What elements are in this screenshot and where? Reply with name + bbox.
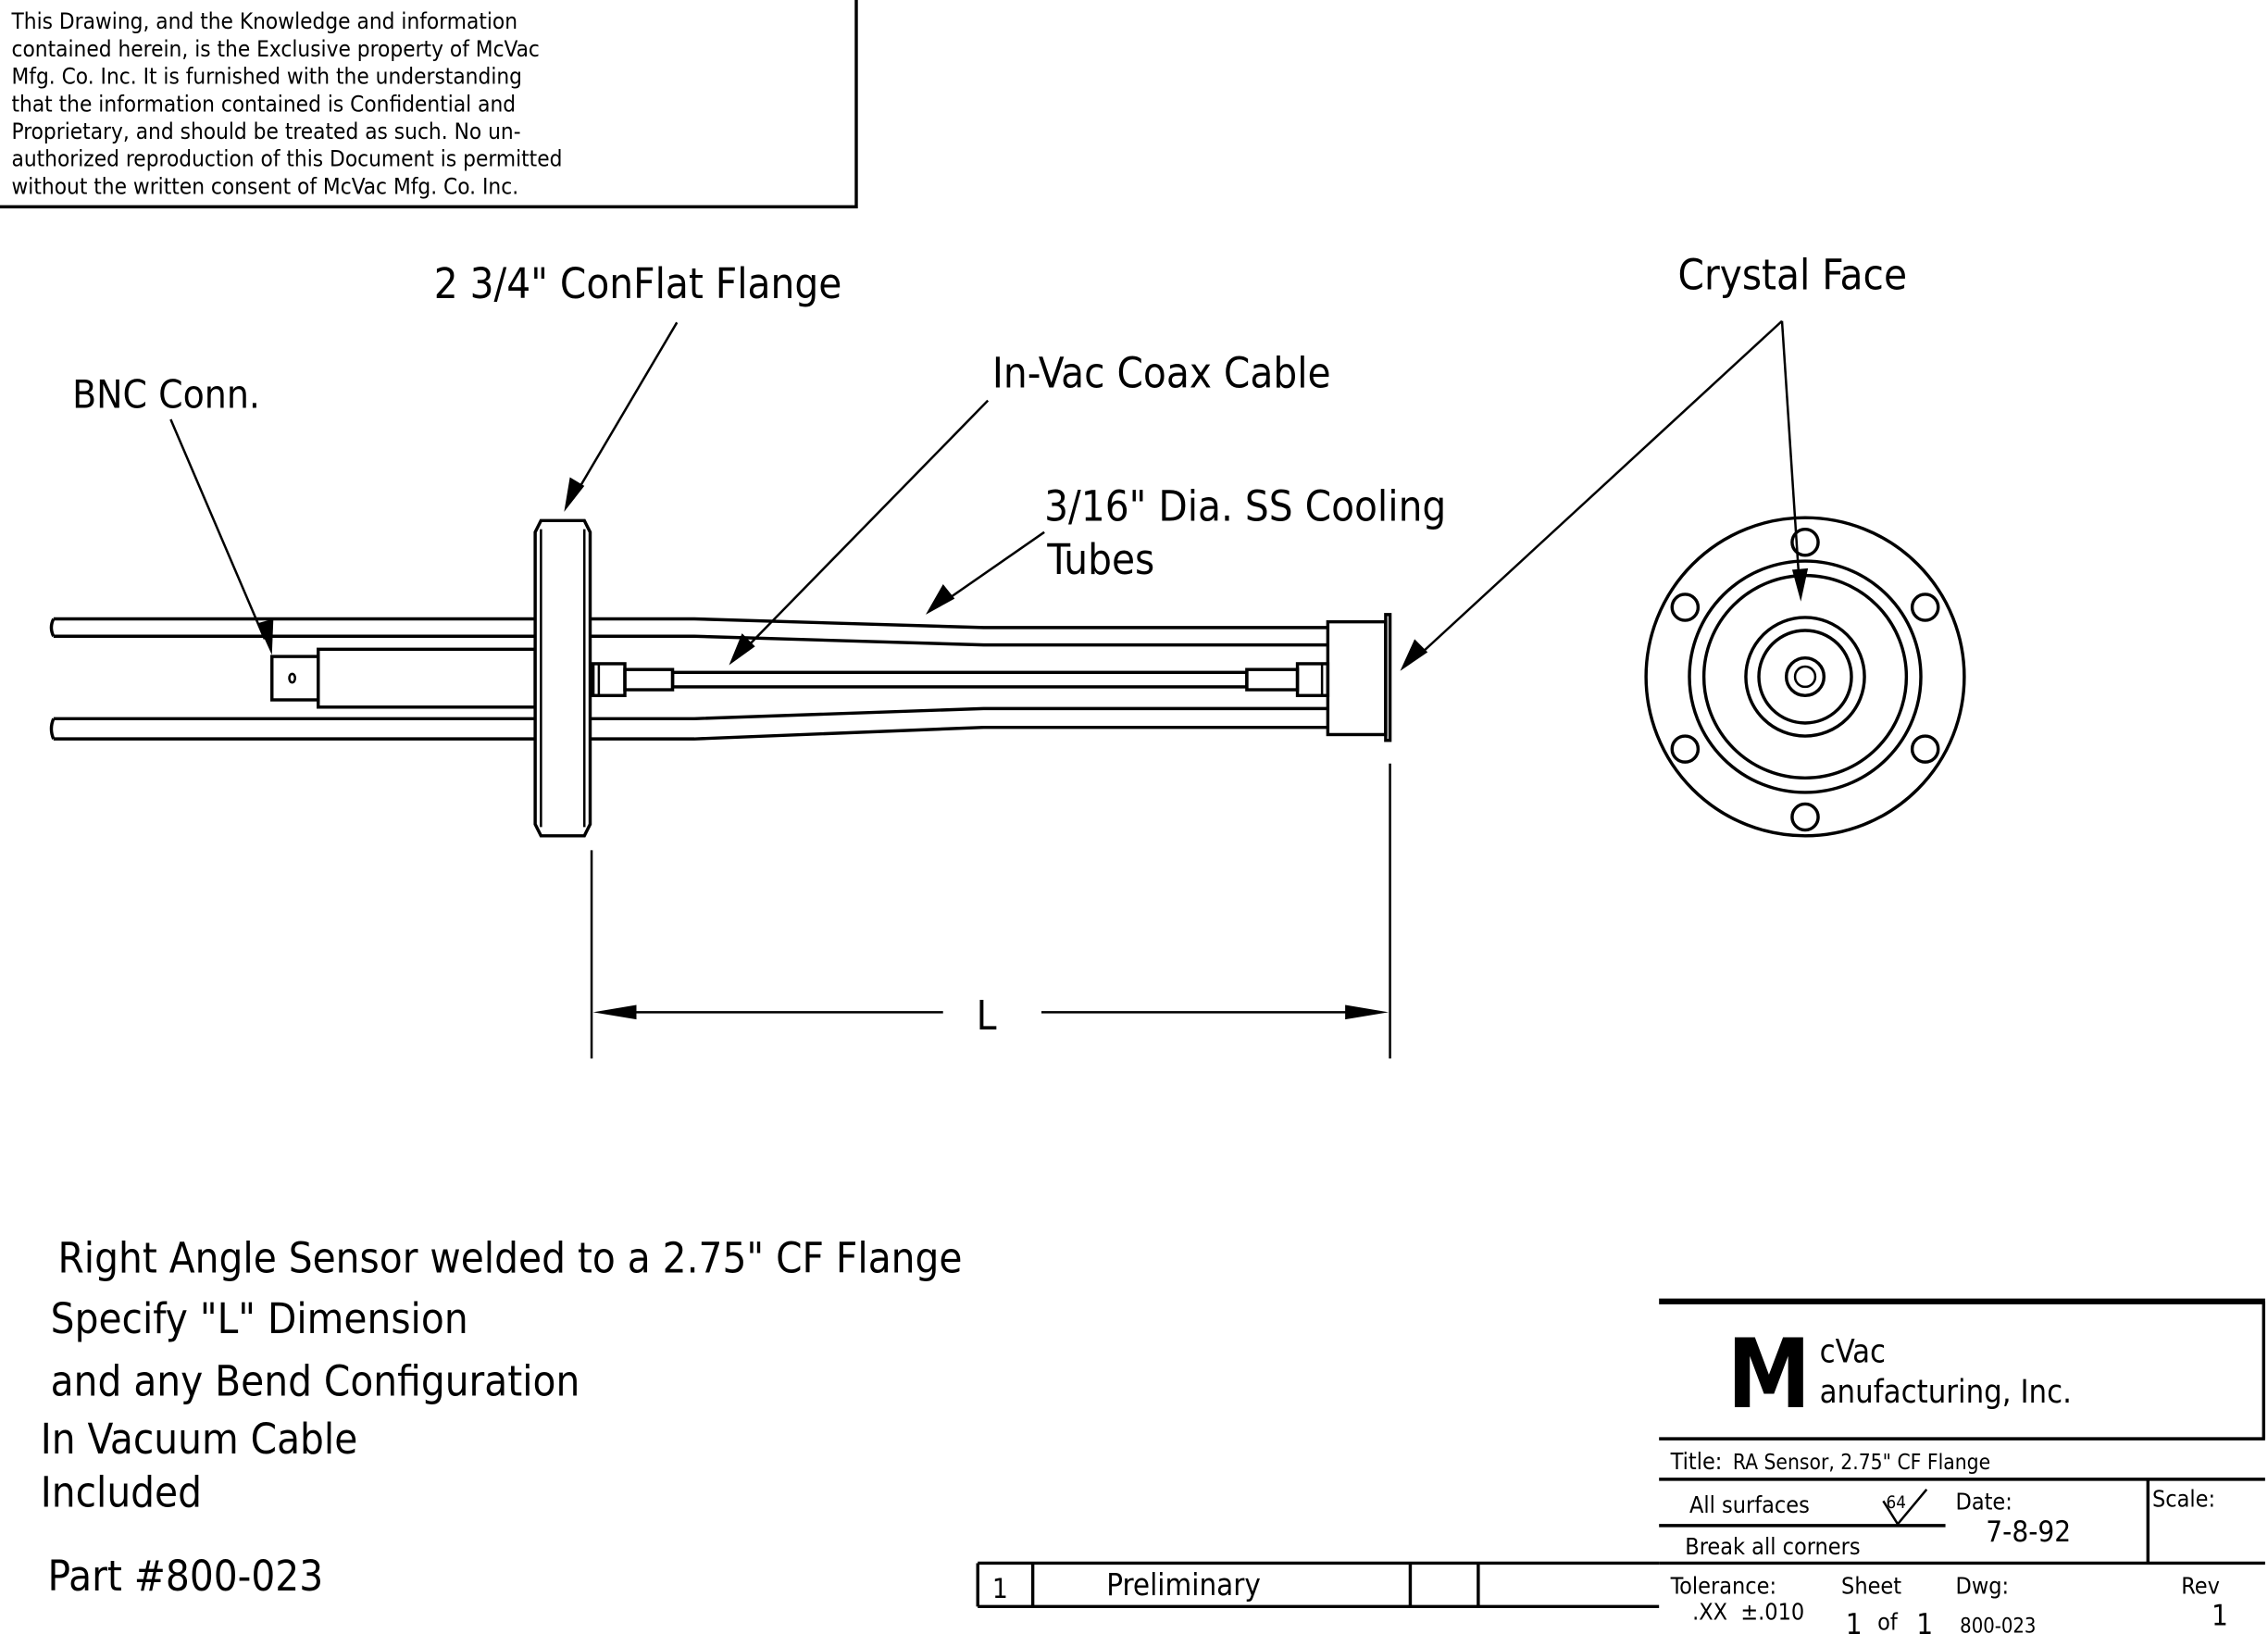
disclaimer-line: contained herein, is the Exclusive prope… <box>12 36 540 62</box>
notes: Right Angle Sensor welded to a 2.75" CF … <box>41 1234 963 1602</box>
label-coax: In-Vac Coax Cable <box>992 349 1331 398</box>
rev-value: 1 <box>2212 1600 2228 1633</box>
label-flange: 2 3/4" ConFlat Flange <box>434 259 842 308</box>
dwg-value: 800-023 <box>1960 1615 2036 1634</box>
date-label: Date: <box>1955 1489 2012 1516</box>
disclaimer-line: Mfg. Co. Inc. It is furnished with the u… <box>12 64 523 90</box>
coax-cable <box>591 662 1330 698</box>
disclaimer-line: without the written consent of McVac Mfg… <box>12 173 519 199</box>
part-number: Part #800-023 <box>48 1552 324 1601</box>
finish-value: 64 <box>1887 1493 1906 1513</box>
scale-label: Scale: <box>2152 1486 2215 1513</box>
label-tubes-2: Tubes <box>1046 535 1154 584</box>
disclaimer-box: This Drawing, and the Knowledge and info… <box>0 0 858 209</box>
note-line: Right Angle Sensor welded to a 2.75" CF … <box>58 1234 963 1283</box>
flange-end-view <box>1644 516 1966 838</box>
corners-note: Break all corners <box>1685 1533 1860 1560</box>
sheet-of: of <box>1877 1608 1899 1634</box>
sheet-total: 1 <box>1916 1608 1933 1634</box>
date-value: 7-8-92 <box>1986 1516 2071 1549</box>
company-line-1: cVac <box>1820 1333 1886 1370</box>
sheet-number: 1 <box>1846 1608 1863 1634</box>
disclaimer-line: This Drawing, and the Knowledge and info… <box>10 8 517 34</box>
disclaimer-line: that the information contained is Confid… <box>12 91 517 117</box>
cooling-tubes <box>49 617 1328 741</box>
dimension-label: L <box>977 992 997 1040</box>
dwg-label: Dwg: <box>1955 1572 2009 1599</box>
dimension-l: L <box>590 763 1391 1059</box>
disclaimer-line: Proprietary, and should be treated as su… <box>12 118 521 144</box>
conflat-flange <box>533 518 592 838</box>
surface-finish-icon <box>1882 1489 1928 1527</box>
label-bnc: BNC Conn. <box>72 371 260 417</box>
tolerance-value: .XX ±.010 <box>1692 1598 1804 1625</box>
title-block: M cVac anufacturing, Inc. Title: RA Sens… <box>1659 1298 2266 1634</box>
surfaces-note: All surfaces <box>1689 1491 1810 1518</box>
revision-row: 1 Preliminary <box>976 1561 1660 1609</box>
label-tubes: 3/16" Dia. SS Cooling <box>1044 481 1446 530</box>
note-line: Included <box>41 1468 202 1517</box>
revision-number: 1 <box>992 1572 1008 1604</box>
sensor-head <box>1326 613 1392 742</box>
rev-label: Rev <box>2181 1572 2220 1599</box>
title-value: RA Sensor, 2.75" CF Flange <box>1733 1451 1990 1475</box>
revision-description: Preliminary <box>1106 1567 1261 1603</box>
disclaimer-line: authorized reproduction of this Document… <box>12 146 563 172</box>
bnc-connector <box>270 647 537 709</box>
sheet-label: Sheet <box>1841 1572 1901 1599</box>
company-line-2: anufacturing, Inc. <box>1820 1374 2072 1411</box>
note-line: In Vacuum Cable <box>41 1415 358 1464</box>
note-line: and any Bend Configuration <box>51 1356 580 1405</box>
tolerance-label: Tolerance: <box>1670 1572 1776 1599</box>
title-label: Title: <box>1670 1448 1723 1475</box>
note-line: Specify "L" Dimension <box>51 1294 468 1343</box>
logo-m: M <box>1727 1319 1812 1430</box>
label-crystal: Crystal Face <box>1678 250 1908 299</box>
